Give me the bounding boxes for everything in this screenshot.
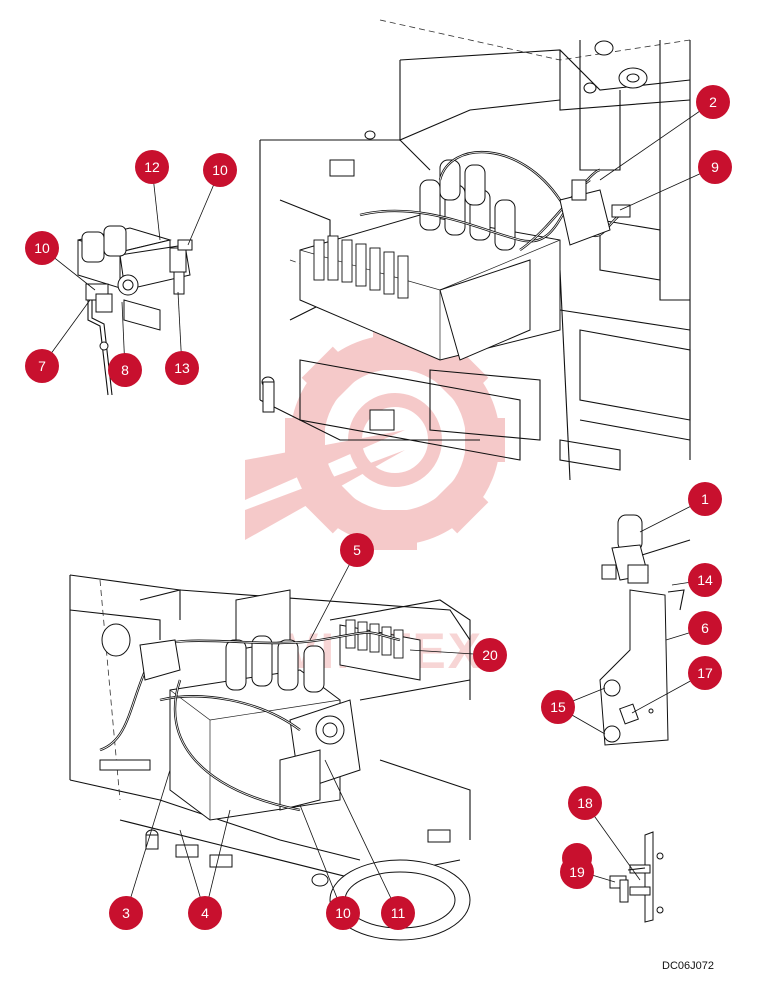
svg-text:3: 3 xyxy=(122,905,130,921)
watermark-logo xyxy=(245,330,505,550)
svg-text:15: 15 xyxy=(550,699,566,715)
svg-text:20: 20 xyxy=(482,647,498,663)
callout-20: 20 xyxy=(473,638,507,672)
callout-7: 7 xyxy=(25,349,59,383)
main-valve-view xyxy=(259,19,691,481)
svg-text:13: 13 xyxy=(174,360,190,376)
svg-text:12: 12 xyxy=(144,159,160,175)
leader-lines xyxy=(41,101,716,914)
svg-text:4: 4 xyxy=(201,905,209,921)
callout-10-bottom: 10 xyxy=(326,896,360,930)
small-bracket-detail xyxy=(609,831,664,923)
callout-1: 1 xyxy=(688,482,722,516)
svg-text:14: 14 xyxy=(697,572,713,588)
callout-6: 6 xyxy=(688,611,722,645)
svg-text:10: 10 xyxy=(212,162,228,178)
svg-text:10: 10 xyxy=(34,240,50,256)
svg-text:2: 2 xyxy=(709,94,717,110)
callout-19: 19 xyxy=(560,843,594,889)
svg-text:11: 11 xyxy=(391,905,406,921)
figure-code: DC06J072 xyxy=(662,960,714,972)
callout-18: 18 xyxy=(568,786,602,820)
svg-text:1: 1 xyxy=(701,491,709,507)
svg-text:6: 6 xyxy=(701,620,709,636)
callout-3: 3 xyxy=(109,896,143,930)
callout-8: 8 xyxy=(108,353,142,387)
svg-text:7: 7 xyxy=(38,358,46,374)
svg-text:19: 19 xyxy=(569,864,585,880)
callout-14: 14 xyxy=(688,563,722,597)
svg-text:9: 9 xyxy=(711,159,719,175)
svg-text:5: 5 xyxy=(353,542,361,558)
callout-13: 13 xyxy=(165,351,199,385)
svg-text:18: 18 xyxy=(577,795,593,811)
callout-10-top-right: 10 xyxy=(203,153,237,187)
callout-2: 2 xyxy=(696,85,730,119)
callout-5: 5 xyxy=(340,533,374,567)
svg-text:8: 8 xyxy=(121,362,129,378)
callout-15: 15 xyxy=(541,690,575,724)
bracket-detail xyxy=(599,514,691,746)
solenoid-valve-detail xyxy=(77,225,193,396)
callout-17: 17 xyxy=(688,656,722,690)
callout-12: 12 xyxy=(135,150,169,184)
callout-9: 9 xyxy=(698,150,732,184)
callout-11: 11 xyxy=(381,896,415,930)
svg-text:17: 17 xyxy=(697,665,713,681)
callout-10-left: 10 xyxy=(25,231,59,265)
callout-4: 4 xyxy=(188,896,222,930)
svg-text:10: 10 xyxy=(335,905,351,921)
